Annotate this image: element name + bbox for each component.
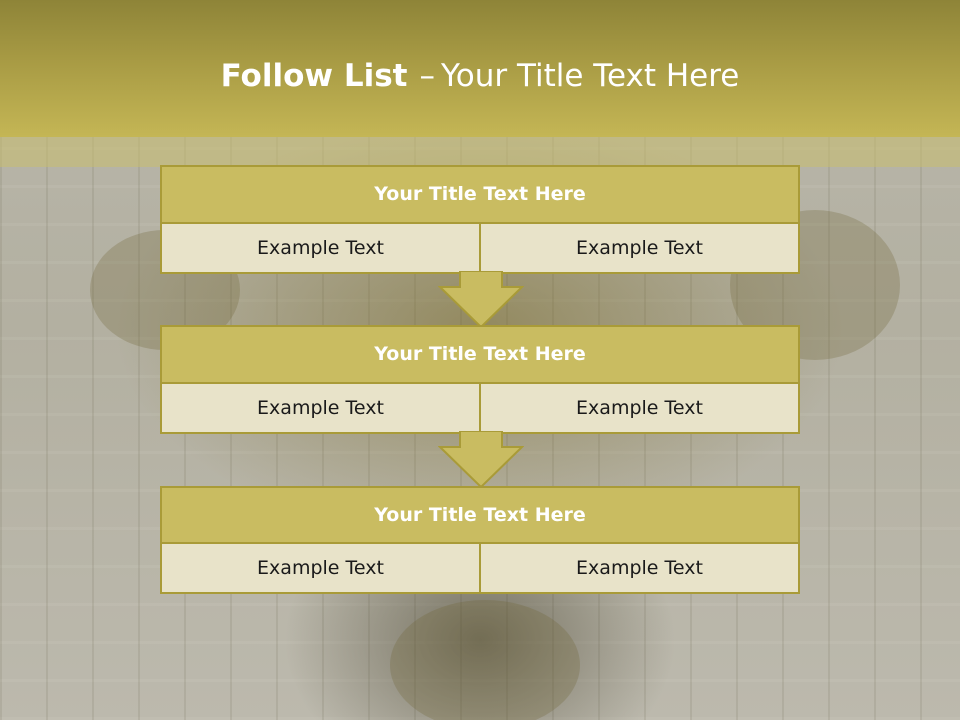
down-arrow-icon bbox=[438, 431, 524, 489]
step-cell-left: Example Text bbox=[257, 557, 384, 579]
background-shape bbox=[390, 600, 580, 720]
step-title: Your Title Text Here bbox=[162, 488, 798, 544]
header-band bbox=[0, 0, 960, 137]
header-strip bbox=[0, 137, 960, 167]
step-cell-left: Example Text bbox=[257, 237, 384, 259]
step-row: Example Text Example Text bbox=[162, 224, 798, 272]
step-block-2: Your Title Text Here Example Text Exampl… bbox=[160, 325, 800, 434]
down-arrow-icon bbox=[438, 271, 524, 329]
title-bold: Follow List bbox=[220, 58, 408, 94]
step-cell-right: Example Text bbox=[479, 224, 798, 272]
step-title: Your Title Text Here bbox=[162, 167, 798, 224]
title-separator: – bbox=[419, 58, 435, 94]
step-row: Example Text Example Text bbox=[162, 544, 798, 592]
step-row: Example Text Example Text bbox=[162, 384, 798, 432]
step-cell-right: Example Text bbox=[479, 544, 798, 592]
step-title: Your Title Text Here bbox=[162, 327, 798, 384]
step-cell-right: Example Text bbox=[479, 384, 798, 432]
step-block-3: Your Title Text Here Example Text Exampl… bbox=[160, 486, 800, 594]
step-cell-left: Example Text bbox=[257, 397, 384, 419]
title-rest: Your Title Text Here bbox=[440, 58, 740, 94]
slide-title: Follow List–Your Title Text Here bbox=[0, 54, 960, 98]
step-block-1: Your Title Text Here Example Text Exampl… bbox=[160, 165, 800, 274]
